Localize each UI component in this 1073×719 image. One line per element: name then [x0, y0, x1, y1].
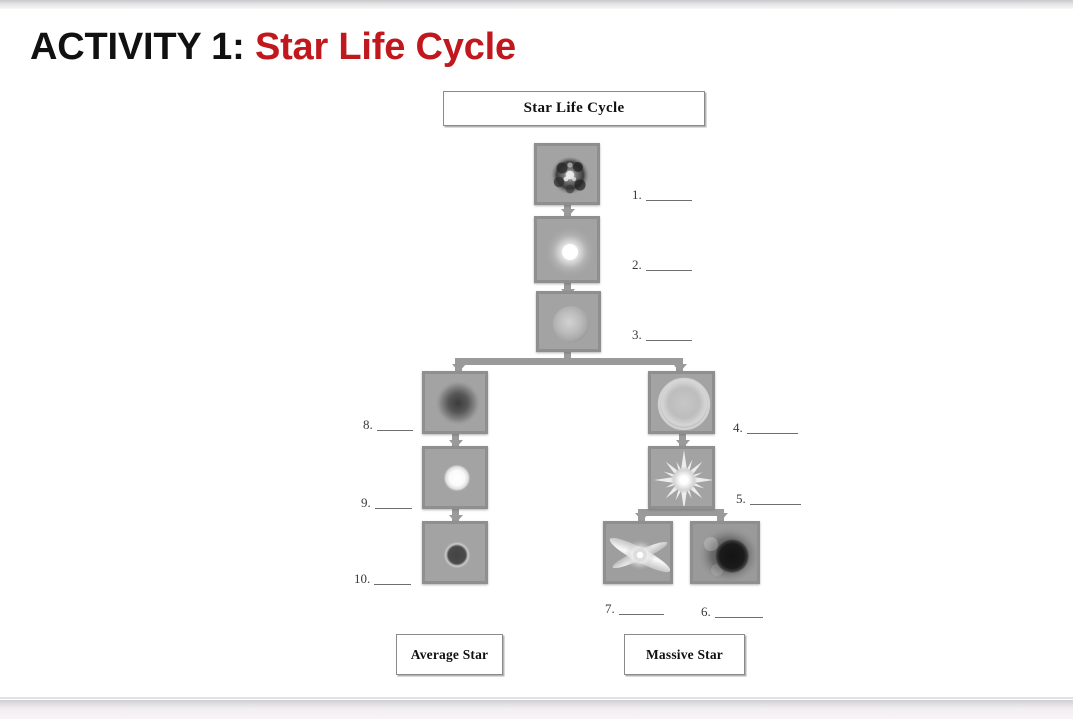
blank-5-number: 5.	[736, 491, 746, 506]
category-label-average-star: Average Star	[410, 646, 489, 662]
blank-2-line[interactable]	[645, 261, 692, 271]
arrow-white-dwarf-to-black-dwarf	[448, 515, 463, 523]
blank-6[interactable]: 6.	[701, 605, 763, 618]
black-dwarf-art	[425, 524, 485, 581]
blank-3-line[interactable]	[645, 331, 692, 341]
blank-7-number: 7.	[605, 601, 615, 616]
blank-1-line[interactable]	[645, 191, 692, 201]
connector-branch-bar	[455, 358, 683, 365]
red-supergiant-art	[651, 374, 712, 431]
arrow-red-supergiant-to-supernova	[675, 440, 690, 448]
nebula-art	[537, 146, 597, 202]
window-top-strip	[0, 0, 1073, 9]
connector-nebula-to-protostar	[564, 200, 571, 216]
title-activity-label: ACTIVITY 1:	[30, 26, 245, 68]
blank-2[interactable]: 2.	[632, 258, 692, 271]
blank-7[interactable]: 7.	[605, 602, 664, 615]
category-box-massive-star: Massive Star	[624, 634, 745, 675]
blank-8-line[interactable]	[376, 421, 413, 431]
blank-3-number: 3.	[632, 327, 642, 342]
stage-tile-supernova	[648, 446, 715, 509]
blank-10[interactable]: 10.	[354, 571, 412, 586]
stage-tile-white-dwarf	[422, 446, 488, 509]
blank-9-number: 9.	[361, 495, 371, 510]
blank-2-number: 2.	[632, 257, 642, 272]
stage-tile-main-sequence-star	[536, 291, 601, 352]
neutron-star-art	[606, 524, 670, 581]
blank-4-line[interactable]	[746, 424, 798, 434]
blank-9-line[interactable]	[374, 499, 412, 509]
protostar-art	[537, 219, 597, 280]
sheet-bottom-divider	[0, 697, 1073, 699]
diagram-header-box: Star Life Cycle	[443, 91, 705, 126]
blank-9[interactable]: 9.	[361, 496, 412, 509]
blank-4-number: 4.	[733, 420, 743, 435]
red-giant-art	[425, 374, 485, 431]
black-hole-art	[693, 524, 757, 581]
blank-8-number: 8.	[363, 417, 373, 432]
arrow-nebula-to-protostar	[560, 209, 575, 217]
blank-3[interactable]: 3.	[632, 328, 692, 341]
blank-5[interactable]: 5.	[736, 492, 801, 505]
stage-tile-black-hole	[690, 521, 760, 584]
diagram-header-label: Star Life Cycle	[523, 100, 625, 116]
window-bottom-strip	[0, 700, 1073, 719]
arrow-red-giant-to-white-dwarf	[448, 440, 463, 448]
star-life-cycle-diagram: Star Life Cycle	[354, 91, 801, 675]
connector-supernova-split-bar	[638, 509, 720, 516]
arrow-supernova-to-neutron-star	[634, 513, 649, 521]
arrow-to-red-giant	[451, 364, 466, 372]
stage-tile-protostar	[534, 216, 600, 283]
blank-4[interactable]: 4.	[733, 421, 798, 434]
supernova-art	[651, 449, 712, 506]
blank-1-number: 1.	[632, 187, 642, 202]
blank-8[interactable]: 8.	[363, 418, 413, 431]
title-subject-label: Star Life Cycle	[254, 26, 516, 68]
page-title: ACTIVITY 1: Star Life Cycle	[30, 28, 516, 66]
blank-5-line[interactable]	[749, 495, 801, 505]
category-label-massive-star: Massive Star	[645, 646, 723, 662]
stage-tile-black-dwarf	[422, 521, 488, 584]
stage-tile-red-giant	[422, 371, 488, 434]
category-box-average-star: Average Star	[396, 634, 503, 675]
blank-10-number: 10.	[354, 571, 371, 586]
main-sequence-art	[539, 294, 598, 349]
blank-1[interactable]: 1.	[632, 188, 692, 201]
white-dwarf-art	[425, 449, 485, 506]
blank-6-line[interactable]	[714, 608, 763, 618]
blank-10-line[interactable]	[374, 575, 412, 585]
stage-tile-neutron-star	[603, 521, 673, 584]
blank-6-number: 6.	[701, 604, 711, 619]
connector-main-sequence-down	[564, 351, 571, 361]
stage-tile-nebula	[534, 143, 600, 205]
arrow-supernova-to-black-hole	[713, 513, 728, 521]
arrow-to-red-supergiant	[672, 364, 687, 372]
blank-7-line[interactable]	[618, 605, 664, 615]
stage-tile-red-supergiant	[648, 371, 715, 434]
